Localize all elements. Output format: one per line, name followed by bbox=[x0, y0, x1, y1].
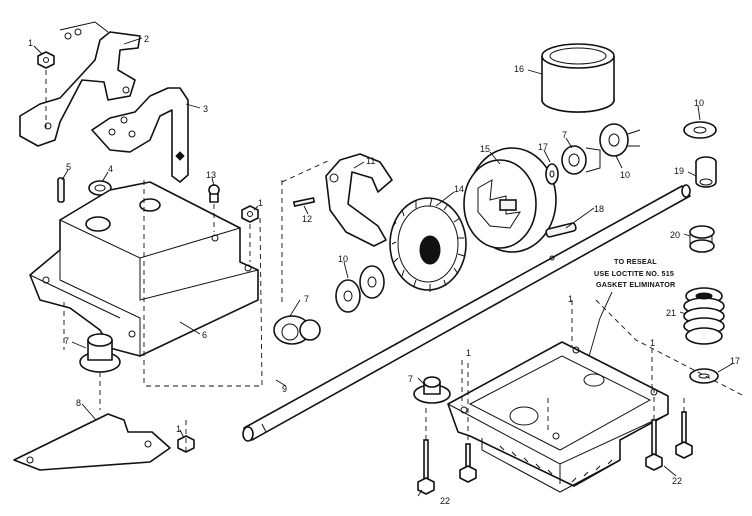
pin-part-5 bbox=[57, 177, 65, 203]
label-part-1-f: 1 bbox=[650, 338, 655, 348]
label-part-11: 11 bbox=[366, 156, 375, 166]
spring-part-21 bbox=[683, 287, 725, 345]
label-part-10-a: 10 bbox=[338, 254, 348, 264]
alignment-lines bbox=[45, 70, 745, 452]
pin-part-12 bbox=[292, 197, 316, 207]
label-part-1-c: 1 bbox=[176, 424, 181, 434]
label-part-16: 16 bbox=[514, 64, 524, 74]
plate-part-8 bbox=[13, 413, 171, 471]
shift-fork-part-11 bbox=[325, 153, 393, 247]
label-part-1-b: 1 bbox=[258, 198, 263, 208]
label-part-6: 6 bbox=[202, 330, 207, 340]
lower-housing bbox=[447, 300, 669, 493]
sealant-note: TO RESEAL USE LOCTITE NO. 515 GASKET ELI… bbox=[587, 252, 682, 361]
label-part-7-d: 7 bbox=[408, 374, 413, 384]
note-line-1: TO RESEAL bbox=[614, 257, 657, 266]
label-part-15: 15 bbox=[480, 144, 490, 154]
note-line-2: USE LOCTITE NO. 515 bbox=[594, 269, 674, 278]
gear-part-14 bbox=[389, 197, 467, 292]
label-part-12: 12 bbox=[302, 214, 312, 224]
label-part-9: 9 bbox=[282, 384, 287, 394]
part-labels: 1 2 3 5 4 13 1 6 7 8 1 11 12 10 7 9 14 1… bbox=[28, 34, 740, 506]
bracket-part-2 bbox=[19, 21, 141, 147]
bolt-part-22-d bbox=[675, 411, 693, 459]
label-part-14: 14 bbox=[454, 184, 464, 194]
fitting-part-13 bbox=[208, 184, 220, 203]
bushing-part-7-b bbox=[273, 315, 321, 345]
bolt-part-22-b bbox=[459, 443, 477, 483]
label-part-18: 18 bbox=[594, 204, 604, 214]
label-part-20: 20 bbox=[670, 230, 680, 240]
label-part-22-b: 22 bbox=[672, 476, 682, 486]
label-part-2: 2 bbox=[144, 34, 149, 44]
bolt-part-22-c bbox=[645, 419, 663, 471]
screw-part-1-a bbox=[37, 51, 55, 69]
upper-housing-part-6 bbox=[29, 180, 263, 387]
clutch-part-15 bbox=[463, 147, 557, 253]
bushing-part-19 bbox=[695, 156, 717, 188]
screw-part-1-c bbox=[177, 435, 195, 453]
label-part-3: 3 bbox=[203, 104, 208, 114]
label-part-1-d: 1 bbox=[466, 348, 471, 358]
label-part-7-a: 7 bbox=[64, 336, 69, 346]
bushing-part-7-a bbox=[79, 333, 121, 373]
washer-part-10-b bbox=[599, 123, 641, 157]
label-part-19: 19 bbox=[674, 166, 684, 176]
label-part-7-c: 7 bbox=[562, 130, 567, 140]
spring-washer-part-17-a bbox=[545, 163, 559, 185]
label-part-8: 8 bbox=[76, 398, 81, 408]
label-part-17-b: 17 bbox=[730, 356, 740, 366]
bushing-part-20 bbox=[689, 225, 715, 253]
spring-washer-part-17-b bbox=[689, 368, 719, 384]
label-part-10-b: 10 bbox=[620, 170, 630, 180]
bolt-part-22-a bbox=[417, 439, 435, 495]
bushing-part-7-d bbox=[413, 376, 451, 404]
label-part-4: 4 bbox=[108, 164, 113, 174]
label-part-22-a: 22 bbox=[440, 496, 450, 506]
washer-part-10-c bbox=[683, 121, 717, 139]
shaft-part-9 bbox=[242, 184, 691, 442]
bushing-part-7-c bbox=[561, 145, 601, 175]
label-part-21: 21 bbox=[666, 308, 676, 318]
label-part-1-e: 1 bbox=[568, 294, 573, 304]
washer-part-10-a bbox=[335, 265, 385, 313]
label-part-13: 13 bbox=[206, 170, 216, 180]
label-part-10-c: 10 bbox=[694, 98, 704, 108]
label-part-17-a: 17 bbox=[538, 142, 548, 152]
label-part-1: 1 bbox=[28, 38, 33, 48]
label-part-5: 5 bbox=[66, 162, 71, 172]
note-line-3: GASKET ELIMINATOR bbox=[596, 280, 676, 289]
label-part-7-b: 7 bbox=[304, 294, 309, 304]
leader-lines bbox=[33, 37, 733, 497]
collar-part-16 bbox=[541, 43, 615, 113]
lever-arm-part-3 bbox=[91, 87, 189, 183]
washer-part-4 bbox=[88, 180, 112, 196]
